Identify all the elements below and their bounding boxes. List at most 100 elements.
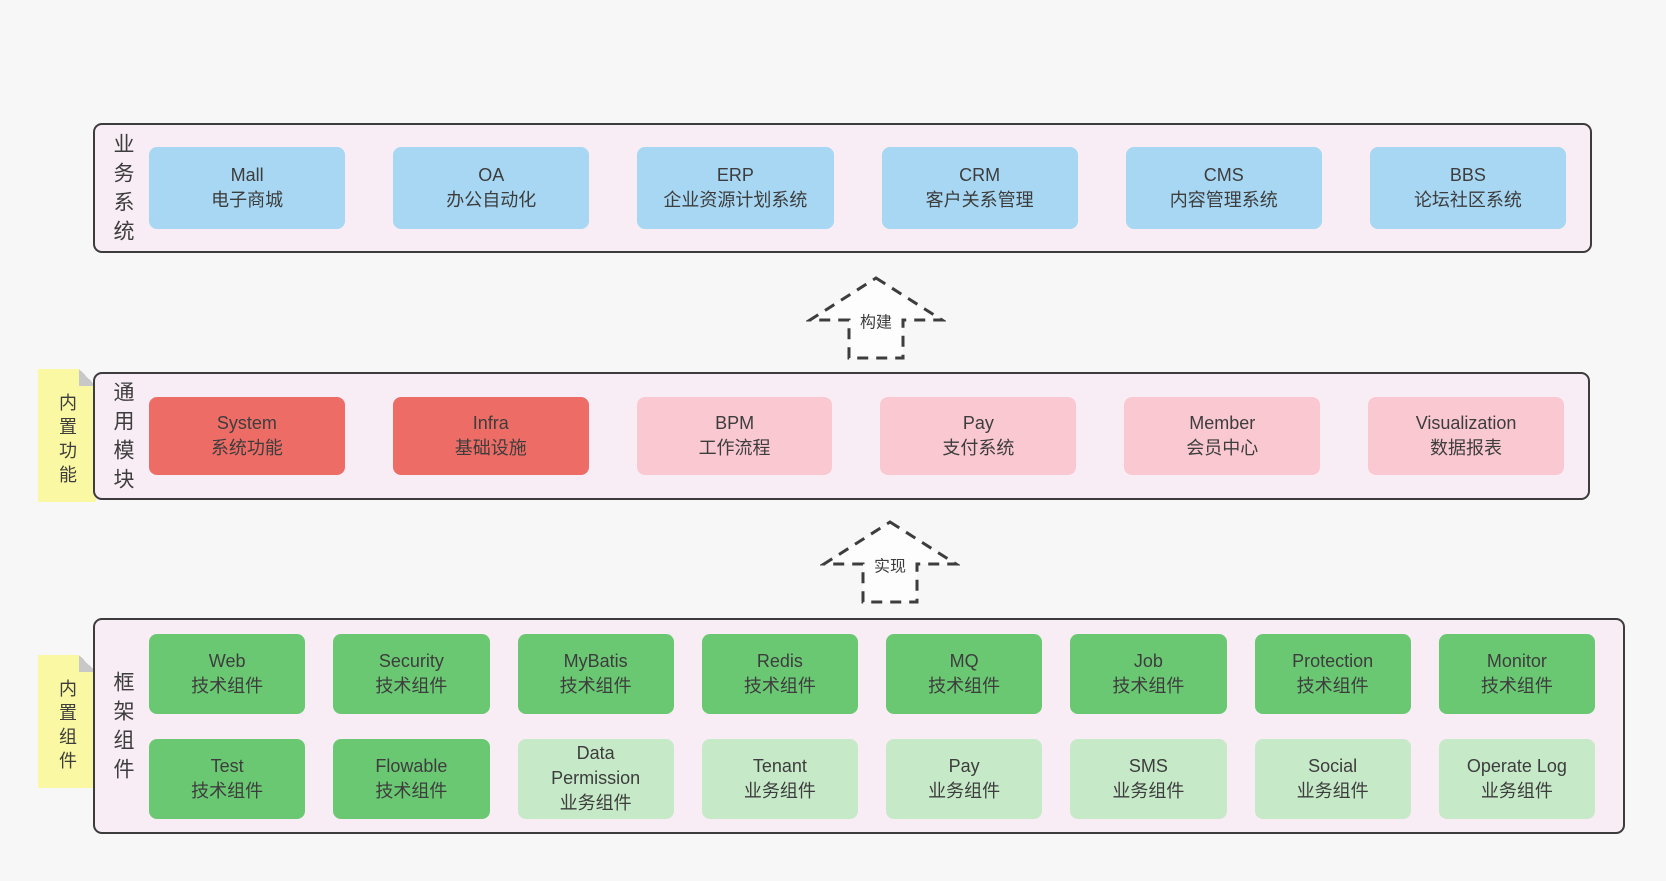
box-test: Test 技术组件	[149, 738, 306, 819]
box-title: Redis	[756, 650, 803, 671]
sticky-note-built-in-features: 内置功能	[38, 369, 96, 502]
box-mall: Mall 电子商城	[149, 147, 346, 229]
common-modules-panel: 通用模块 System 系统功能 Infra 基础设施 BPM 工作流程 Pay…	[93, 372, 1590, 500]
box-subtitle: 技术组件	[375, 780, 448, 801]
box-title: ERP	[716, 165, 754, 186]
sticky-text: 内置功能	[57, 392, 77, 489]
box-protection: Protection 技术组件	[1254, 633, 1411, 714]
box-subtitle: 业务组件	[1480, 780, 1553, 801]
box-title: Job	[1133, 650, 1163, 671]
box-subtitle: 工作流程	[698, 438, 771, 458]
box-title: Security	[378, 650, 444, 671]
box-sms: SMS 业务组件	[1070, 738, 1227, 819]
box-pay: Pay 支付系统	[880, 397, 1077, 475]
box-title: Tenant	[752, 755, 807, 776]
box-security: Security 技术组件	[333, 633, 490, 714]
box-title: MyBatis	[563, 650, 628, 671]
box-mybatis: MyBatis 技术组件	[517, 633, 674, 714]
box-title: Pay	[948, 755, 980, 776]
box-subtitle: 技术组件	[928, 675, 1001, 696]
box-tenant: Tenant 业务组件	[701, 738, 858, 819]
box-subtitle: 会员中心	[1186, 438, 1259, 458]
box-subtitle: 数据报表	[1430, 438, 1503, 458]
box-title: Protection	[1292, 650, 1374, 671]
box-title: Monitor	[1486, 650, 1547, 671]
box-title: Visualization	[1415, 413, 1517, 434]
box-crm: CRM 客户关系管理	[881, 147, 1078, 229]
box-flowable: Flowable 技术组件	[333, 738, 490, 819]
box-bpm: BPM 工作流程	[636, 397, 833, 475]
box-title: Mall	[230, 165, 264, 186]
box-subtitle: 内容管理系统	[1169, 190, 1278, 210]
box-subtitle: 客户关系管理	[925, 190, 1034, 210]
box-title: Web	[208, 650, 246, 671]
business-systems-label: 业务系统	[111, 133, 134, 249]
box-title: BPM	[715, 413, 755, 434]
framework-components-label: 框架组件	[111, 671, 134, 787]
box-subtitle: 技术组件	[1480, 675, 1553, 696]
framework-components-items: Web 技术组件 Security 技术组件 MyBatis 技术组件 Redi…	[149, 620, 1623, 832]
box-infra: Infra 基础设施	[392, 397, 589, 475]
box-pay-biz: Pay 业务组件	[886, 738, 1043, 819]
box-subtitle: 基础设施	[454, 438, 527, 458]
box-title: Member	[1189, 413, 1256, 434]
implement-arrow: 实现	[820, 518, 960, 606]
sticky-fold-icon	[79, 655, 96, 672]
box-title: System	[216, 413, 277, 434]
box-subtitle: 系统功能	[210, 438, 283, 458]
sticky-text: 内置组件	[57, 678, 77, 775]
box-social: Social 业务组件	[1254, 738, 1411, 819]
build-arrow: 构建	[806, 274, 946, 362]
common-modules-label: 通用模块	[111, 381, 134, 497]
box-data-permission: Data Permission 业务组件	[517, 738, 674, 819]
box-title: BBS	[1449, 165, 1486, 186]
box-subtitle: 业务组件	[928, 780, 1001, 801]
box-subtitle: 技术组件	[559, 675, 632, 696]
box-title: Social	[1308, 755, 1358, 776]
box-title: SMS	[1128, 755, 1168, 776]
business-systems-items: Mall 电子商城 OA 办公自动化 ERP 企业资源计划系统 CRM 客户关系…	[149, 125, 1590, 251]
box-system: System 系统功能	[149, 397, 345, 475]
box-title: MQ	[949, 650, 979, 671]
framework-components-panel: 框架组件 Web 技术组件 Security 技术组件 MyBatis 技术组件…	[93, 618, 1625, 834]
box-subtitle: 办公自动化	[446, 190, 537, 210]
common-modules-items: System 系统功能 Infra 基础设施 BPM 工作流程 Pay 支付系统…	[149, 374, 1588, 498]
box-subtitle: 业务组件	[1296, 780, 1369, 801]
framework-row-2: Test 技术组件 Flowable 技术组件 Data Permission …	[149, 738, 1595, 819]
implement-arrow-label: 实现	[870, 550, 910, 579]
build-arrow-label: 构建	[856, 306, 896, 335]
box-mq: MQ 技术组件	[886, 633, 1043, 714]
box-subtitle: 企业资源计划系统	[663, 190, 808, 210]
sticky-fold-icon	[79, 369, 96, 386]
framework-row-1: Web 技术组件 Security 技术组件 MyBatis 技术组件 Redi…	[149, 633, 1595, 714]
box-oa: OA 办公自动化	[393, 147, 590, 229]
box-title: OA	[478, 165, 505, 186]
box-redis: Redis 技术组件	[701, 633, 858, 714]
box-subtitle: 支付系统	[942, 438, 1015, 458]
box-bbs: BBS 论坛社区系统	[1369, 147, 1567, 229]
sticky-note-built-in-components: 内置组件	[38, 655, 96, 788]
box-web: Web 技术组件	[149, 633, 306, 714]
box-title: CMS	[1203, 165, 1244, 186]
box-operate-log: Operate Log 业务组件	[1438, 738, 1595, 819]
box-member: Member 会员中心	[1124, 397, 1321, 475]
box-subtitle: 业务组件	[1112, 780, 1185, 801]
box-title: Flowable	[375, 755, 448, 776]
box-subtitle: 技术组件	[1296, 675, 1369, 696]
box-visualization: Visualization 数据报表	[1368, 397, 1564, 475]
box-subtitle: 电子商城	[211, 190, 284, 210]
box-title: Infra	[472, 413, 509, 434]
box-subtitle: 技术组件	[375, 675, 448, 696]
box-cms: CMS 内容管理系统	[1125, 147, 1322, 229]
box-title: Operate Log	[1466, 755, 1567, 776]
box-subtitle: 技术组件	[191, 675, 264, 696]
box-title: Data Permission	[551, 743, 641, 789]
box-subtitle: 业务组件	[743, 780, 816, 801]
box-title: CRM	[959, 165, 1001, 186]
box-title: Test	[210, 755, 244, 776]
box-job: Job 技术组件	[1070, 633, 1227, 714]
box-title: Pay	[962, 413, 994, 434]
box-subtitle: 业务组件	[559, 792, 632, 813]
box-subtitle: 技术组件	[1112, 675, 1185, 696]
